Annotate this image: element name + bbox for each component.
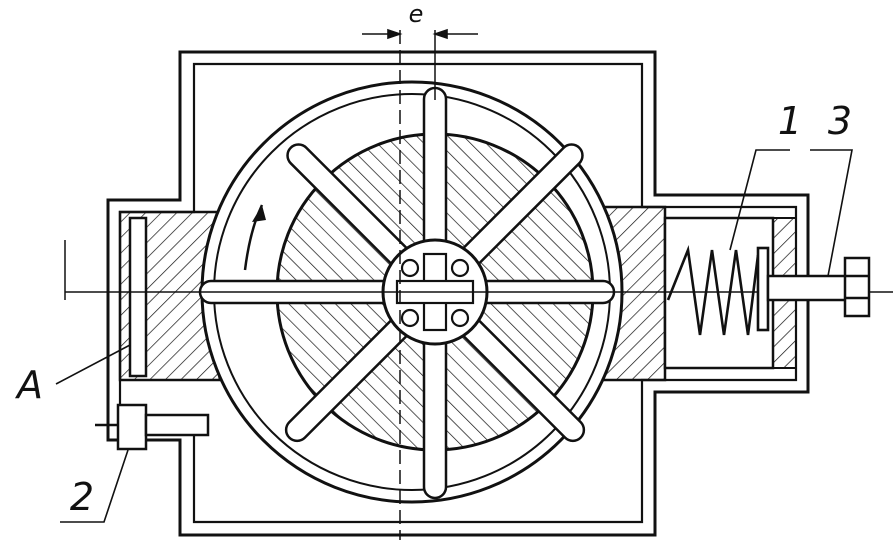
screw-2 bbox=[95, 403, 210, 451]
cover-plate-a bbox=[128, 216, 148, 378]
eccentricity-dimension bbox=[362, 28, 478, 40]
leader-lines bbox=[55, 149, 853, 523]
label-3: 3 bbox=[828, 99, 852, 143]
centerline bbox=[64, 30, 893, 540]
label-a: A bbox=[14, 363, 43, 407]
rotation-arrow bbox=[243, 204, 266, 271]
label-2: 2 bbox=[70, 475, 94, 519]
label-1: 1 bbox=[778, 99, 802, 143]
label-e: e bbox=[409, 0, 424, 28]
adjusting-screw bbox=[766, 256, 871, 318]
